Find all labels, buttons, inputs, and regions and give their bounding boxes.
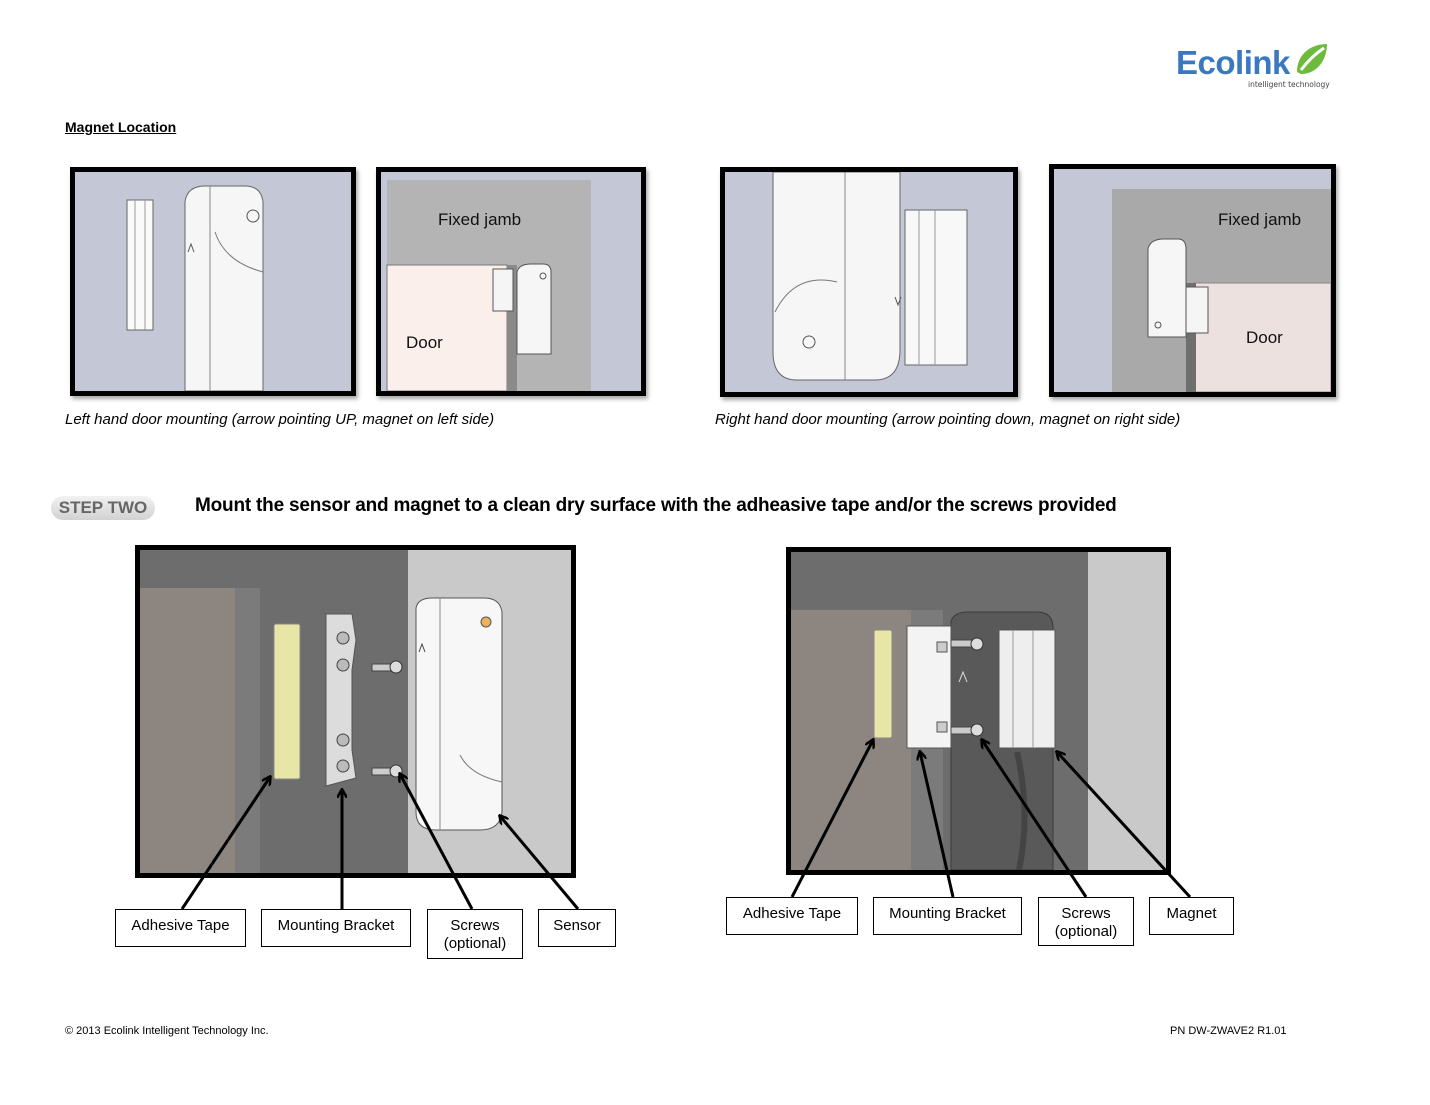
fixed-jamb-label: Fixed jamb: [438, 210, 522, 229]
arrow-to-screws-left: [400, 774, 474, 910]
callout-sensor: Sensor: [538, 909, 616, 947]
photo-left-closeup: [70, 167, 356, 396]
caption-left-hand: Left hand door mounting (arrow pointing …: [65, 411, 495, 428]
callout-mounting-bracket: Mounting Bracket: [873, 897, 1022, 935]
arrow-to-tape-right: [790, 740, 873, 898]
section-title: Magnet Location: [65, 119, 177, 135]
fixed-jamb-label: Fixed jamb: [1218, 210, 1302, 229]
arrow-to-screws-right: [982, 740, 1088, 898]
step-instruction: Mount the sensor and magnet to a clean d…: [195, 495, 1117, 516]
door-label: Door: [1246, 328, 1283, 347]
callout-screws: Screws (optional): [1038, 897, 1134, 946]
logo-wordmark: Ecolink: [1176, 44, 1290, 81]
ecolink-logo: Ecolink intelligent technology: [1176, 38, 1336, 100]
photo-left-door: Fixed jamb Door: [376, 167, 646, 396]
arrow-to-bracket-right: [920, 752, 955, 898]
photo-right-closeup: [720, 167, 1018, 397]
footer-part-number: PN DW-ZWAVE2 R1.01: [1170, 1025, 1287, 1037]
photo-right-door: Fixed jamb Door: [1049, 164, 1336, 397]
callout-adhesive-tape: Adhesive Tape: [726, 897, 858, 935]
callout-screws: Screws (optional): [427, 909, 523, 959]
logo-tagline: intelligent technology: [1248, 80, 1330, 89]
footer-copyright: © 2013 Ecolink Intelligent Technology In…: [65, 1025, 269, 1037]
arrow-to-magnet: [1057, 752, 1192, 899]
leaf-icon: [1297, 44, 1327, 74]
photo-magnet-exploded: [786, 547, 1171, 875]
caption-right-hand: Right hand door mounting (arrow pointing…: [715, 411, 1181, 428]
callout-mounting-bracket: Mounting Bracket: [261, 909, 411, 947]
arrow-to-tape-left: [180, 777, 270, 910]
callout-adhesive-tape: Adhesive Tape: [115, 909, 246, 947]
callout-magnet: Magnet: [1149, 897, 1234, 935]
arrow-to-sensor: [500, 816, 580, 910]
door-label: Door: [406, 333, 443, 352]
step-two-badge: STEP TWO: [51, 496, 155, 520]
